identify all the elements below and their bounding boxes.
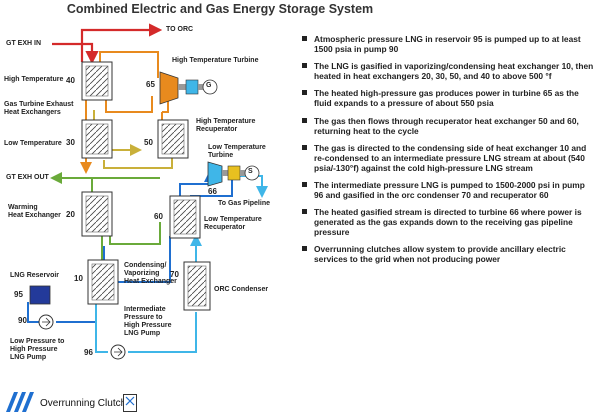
number-40: 40	[66, 76, 75, 85]
to-orc-line	[80, 23, 163, 62]
label-high-temp-turbine: High Temperature Turbine	[172, 57, 259, 64]
hx-30	[81, 119, 113, 159]
label-gt-exhaust-1: Gas Turbine Exhaust	[4, 101, 74, 108]
pump-90	[38, 314, 54, 330]
label-to-gas-pipeline: To Gas Pipeline	[218, 200, 270, 207]
label-cond-3: Heat Exchanger	[124, 278, 177, 285]
label-lt-turbine-1: Low Temperature	[208, 144, 266, 151]
hx-50	[157, 119, 189, 159]
hx-10	[87, 259, 119, 305]
bullet-item: Overrunning clutches allow system to pro…	[300, 244, 596, 264]
hx-70	[183, 261, 211, 311]
bullet-item: The heated gasified stream is directed t…	[300, 207, 596, 237]
label-lt-recup-1: Low Temperature	[204, 216, 262, 223]
number-65: 65	[146, 80, 155, 89]
intermediate-pressure-lines	[95, 175, 268, 353]
bullet-item: Atmospheric pressure LNG in reservoir 95…	[300, 34, 596, 54]
label-int-4: LNG Pump	[124, 330, 161, 337]
gt-exhaust-in-line	[52, 42, 99, 65]
label-gt-exh-in: GT EXH IN	[6, 40, 42, 47]
turbine-66	[207, 161, 260, 187]
turbine-65	[159, 71, 218, 105]
label-lng-reservoir: LNG Reservoir	[10, 272, 60, 279]
label-ht-recup-2: Recuperator	[196, 126, 238, 133]
s-symbol: S	[248, 168, 253, 175]
hx-60	[169, 195, 201, 239]
company-logo	[6, 392, 34, 412]
label-to-orc: TO ORC	[166, 26, 194, 33]
clutch-icon	[123, 394, 137, 412]
hx-40	[81, 61, 113, 101]
label-cond-2: Vaporizing	[124, 270, 160, 277]
label-lp-3: LNG Pump	[10, 354, 47, 361]
number-60: 60	[154, 212, 163, 221]
process-diagram	[27, 23, 268, 360]
clutch-legend-label: Overrunning Clutch:	[40, 398, 129, 409]
label-warming-1: Warming	[8, 204, 38, 211]
label-lt-recup-2: Recuperator	[204, 224, 246, 231]
bullet-item: The gas is directed to the condensing si…	[300, 143, 596, 173]
bullet-item: The heated high-pressure gas produces po…	[300, 88, 596, 108]
number-90: 90	[18, 316, 27, 325]
bullet-item: The gas then flows through recuperator h…	[300, 116, 596, 136]
number-96: 96	[84, 348, 93, 357]
generator-symbol: G	[206, 82, 212, 89]
label-warming-2: Heat Exchanger	[8, 212, 61, 219]
lng-reservoir-95	[29, 285, 51, 305]
number-30: 30	[66, 138, 75, 147]
bullet-item: The intermediate pressure LNG is pumped …	[300, 180, 596, 200]
label-int-1: Intermediate	[124, 306, 166, 313]
page-title: Combined Electric and Gas Energy Storage…	[66, 2, 374, 16]
gt-exhaust-out-lines	[50, 172, 161, 262]
number-20: 20	[66, 210, 75, 219]
number-50: 50	[144, 138, 153, 147]
bullet-list: Atmospheric pressure LNG in reservoir 95…	[300, 34, 596, 272]
label-cond-1: Condensing/	[124, 262, 167, 269]
hx-20	[81, 191, 113, 237]
number-95: 95	[14, 290, 23, 299]
label-int-3: High Pressure	[124, 322, 172, 329]
label-orc-condenser: ORC Condenser	[214, 286, 269, 293]
number-66: 66	[208, 187, 217, 196]
number-70: 70	[170, 270, 179, 279]
label-high-temperature: High Temperature	[4, 76, 64, 83]
label-ht-recup-1: High Temperature	[196, 118, 256, 125]
label-gt-exhaust-2: Heat Exchangers	[4, 109, 61, 116]
number-10: 10	[74, 274, 83, 283]
label-lp-2: High Pressure	[10, 346, 58, 353]
label-low-temperature: Low Temperature	[4, 140, 62, 147]
label-lp-1: Low Pressure to	[10, 338, 65, 345]
label-lt-turbine-2: Turbine	[208, 152, 234, 159]
label-gt-exh-out: GT EXH OUT	[6, 174, 49, 181]
pump-96	[110, 344, 126, 360]
label-int-2: Pressure to	[124, 314, 163, 321]
bullet-item: The LNG is gasified in vaporizing/conden…	[300, 61, 596, 81]
